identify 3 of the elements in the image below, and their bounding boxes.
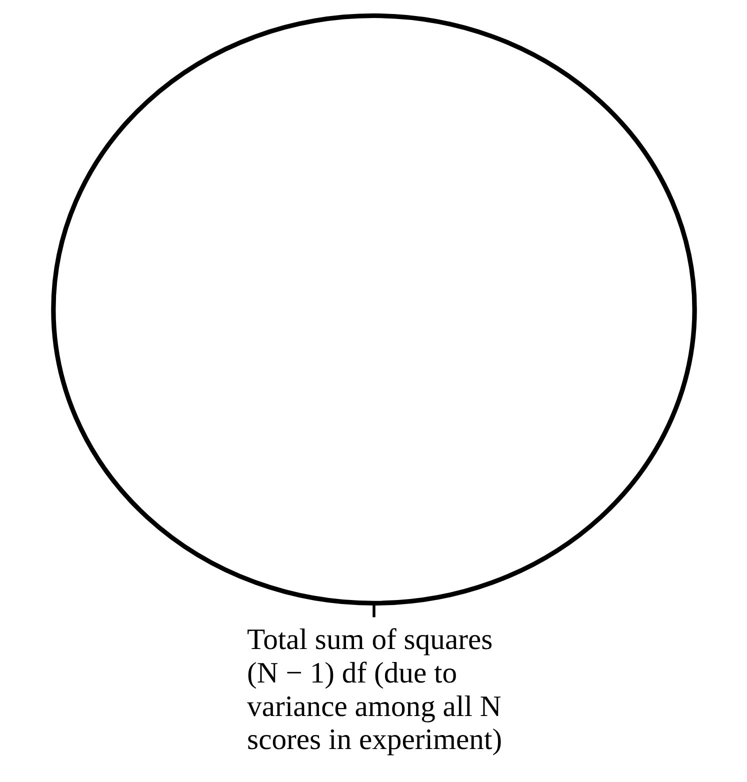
node-text: Total sum of squares (N − 1) df (due to variance among all N scores in experiment) [246,624,502,756]
node-ellipse [50,13,696,606]
connector [372,603,375,618]
